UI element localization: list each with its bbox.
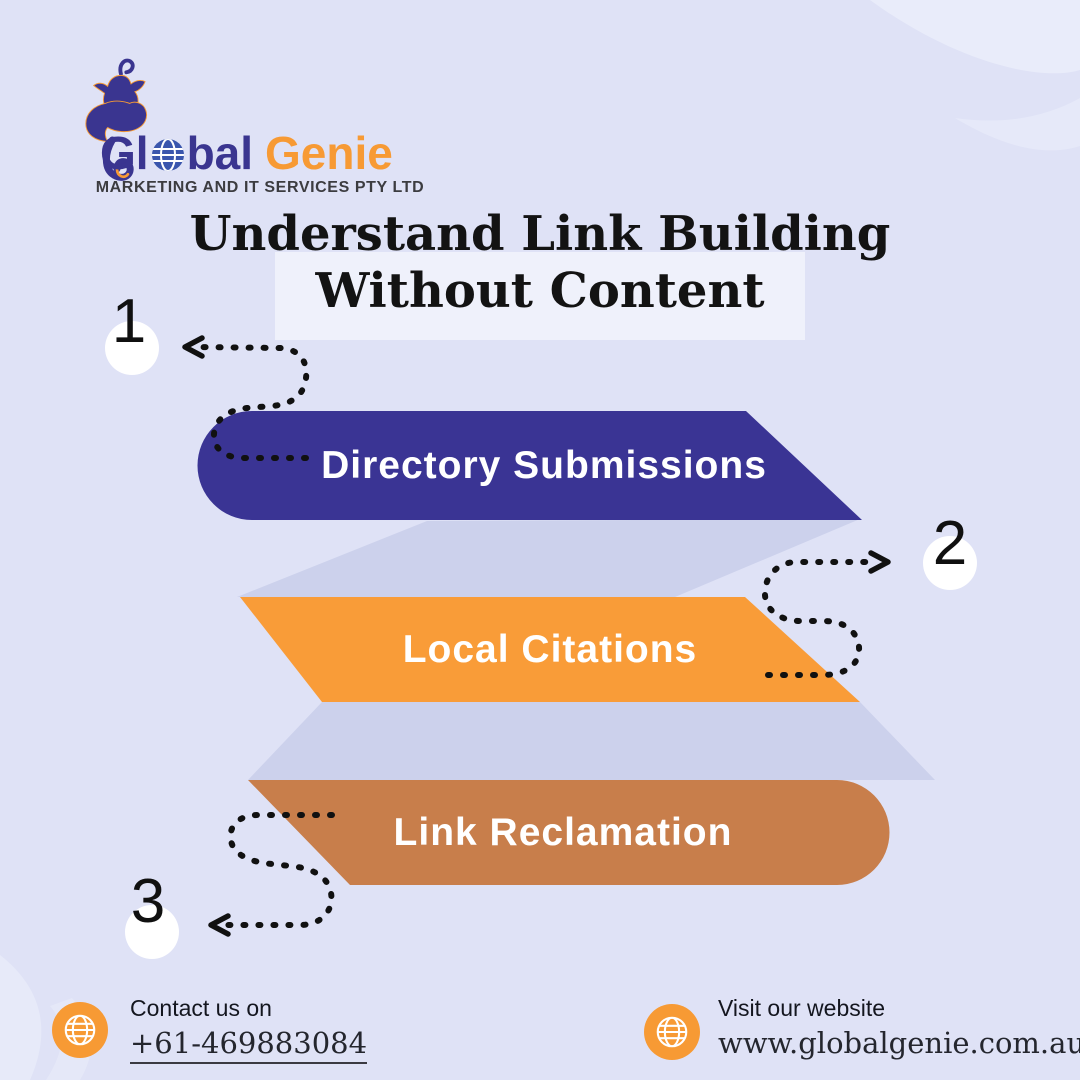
website-link[interactable]: www.globalgenie.com.au [718,1026,1080,1060]
globe-letter-icon [150,130,186,184]
step1-circle [105,321,159,375]
banner-label-link-reclamation: Link Reclamation [393,810,733,854]
step2-circle [923,536,977,590]
page-title-line1: Understand Link Building [189,206,891,262]
dashed-path-step1 [191,344,310,461]
contact-phone-link[interactable]: +61-469883084 [130,1026,368,1064]
arrowhead-step1-icon [182,335,205,359]
banner-label-local-citations: Local Citations [402,627,698,671]
step-number-2: 2 [932,509,968,578]
banner-directory-submissions [197,411,862,520]
contact-heading: Contact us on [130,995,272,1021]
brand-part1: Gl [100,127,149,179]
title-backdrop [275,252,805,340]
brand-part3: Genie [265,127,393,179]
ribbon-connector-1 [237,519,860,597]
step-number-3: 3 [130,867,166,936]
dashed-path-step3 [217,812,335,928]
corner-decoration-top-right [870,0,1080,151]
banner-link-reclamation [248,780,890,885]
globe-icon [64,1014,96,1046]
website-globe-badge [644,1004,700,1060]
step3-circle [125,905,179,959]
brand-tagline: MARKETING AND IT SERVICES PTY LTD [95,179,425,196]
brand-part2: bal [186,127,254,179]
banner-local-citations [240,597,860,702]
contact-globe-badge [52,1002,108,1058]
arrowhead-step3-icon [208,913,231,937]
genie-icon [85,58,148,181]
globe-icon [656,1016,688,1048]
step-number-1: 1 [111,287,147,356]
ribbon-connector-2 [248,702,935,780]
page-title-line2: Without Content [315,263,765,319]
banner-label-directory-submissions: Directory Submissions [321,443,767,487]
arrowhead-step2-icon [868,550,891,574]
dashed-path-step2 [761,559,879,678]
website-heading: Visit our website [718,995,886,1021]
